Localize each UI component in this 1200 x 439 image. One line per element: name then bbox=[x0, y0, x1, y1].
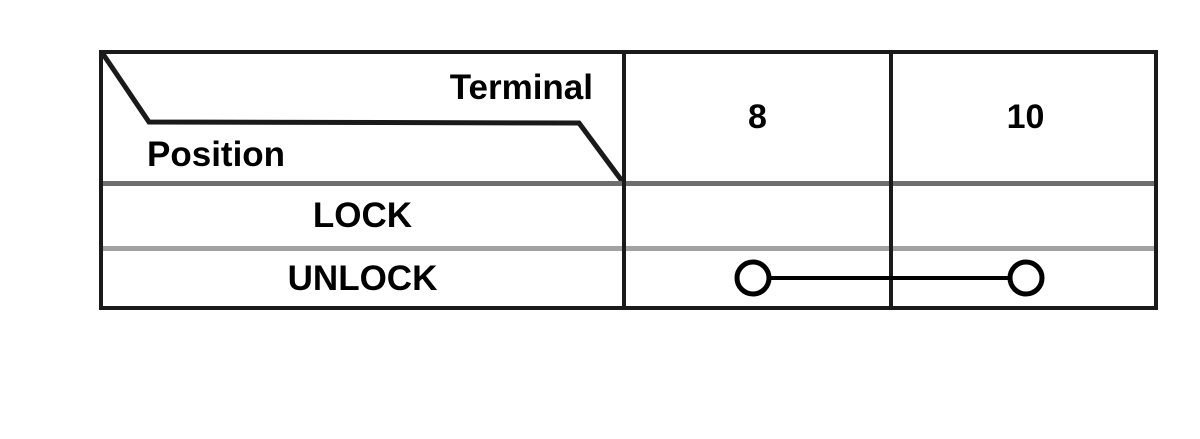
continuity-node-terminal-8 bbox=[734, 259, 772, 297]
continuity-table: Terminal Position 8 10 LOCK UNLOCK bbox=[99, 50, 1158, 310]
header-row-separator bbox=[103, 181, 1154, 186]
header-terminal-label: Terminal bbox=[449, 68, 593, 107]
position-row-lock-label: LOCK bbox=[312, 196, 413, 235]
column-separator-2 bbox=[889, 54, 893, 306]
lock-unlock-row-separator bbox=[103, 246, 1154, 251]
header-position-label: Position bbox=[147, 135, 286, 174]
terminal-header-10: 10 bbox=[1006, 98, 1045, 136]
column-separator-1 bbox=[622, 54, 626, 306]
position-row-unlock-label: UNLOCK bbox=[287, 258, 438, 298]
terminal-header-8: 8 bbox=[748, 98, 767, 136]
continuity-node-terminal-10 bbox=[1007, 259, 1045, 297]
